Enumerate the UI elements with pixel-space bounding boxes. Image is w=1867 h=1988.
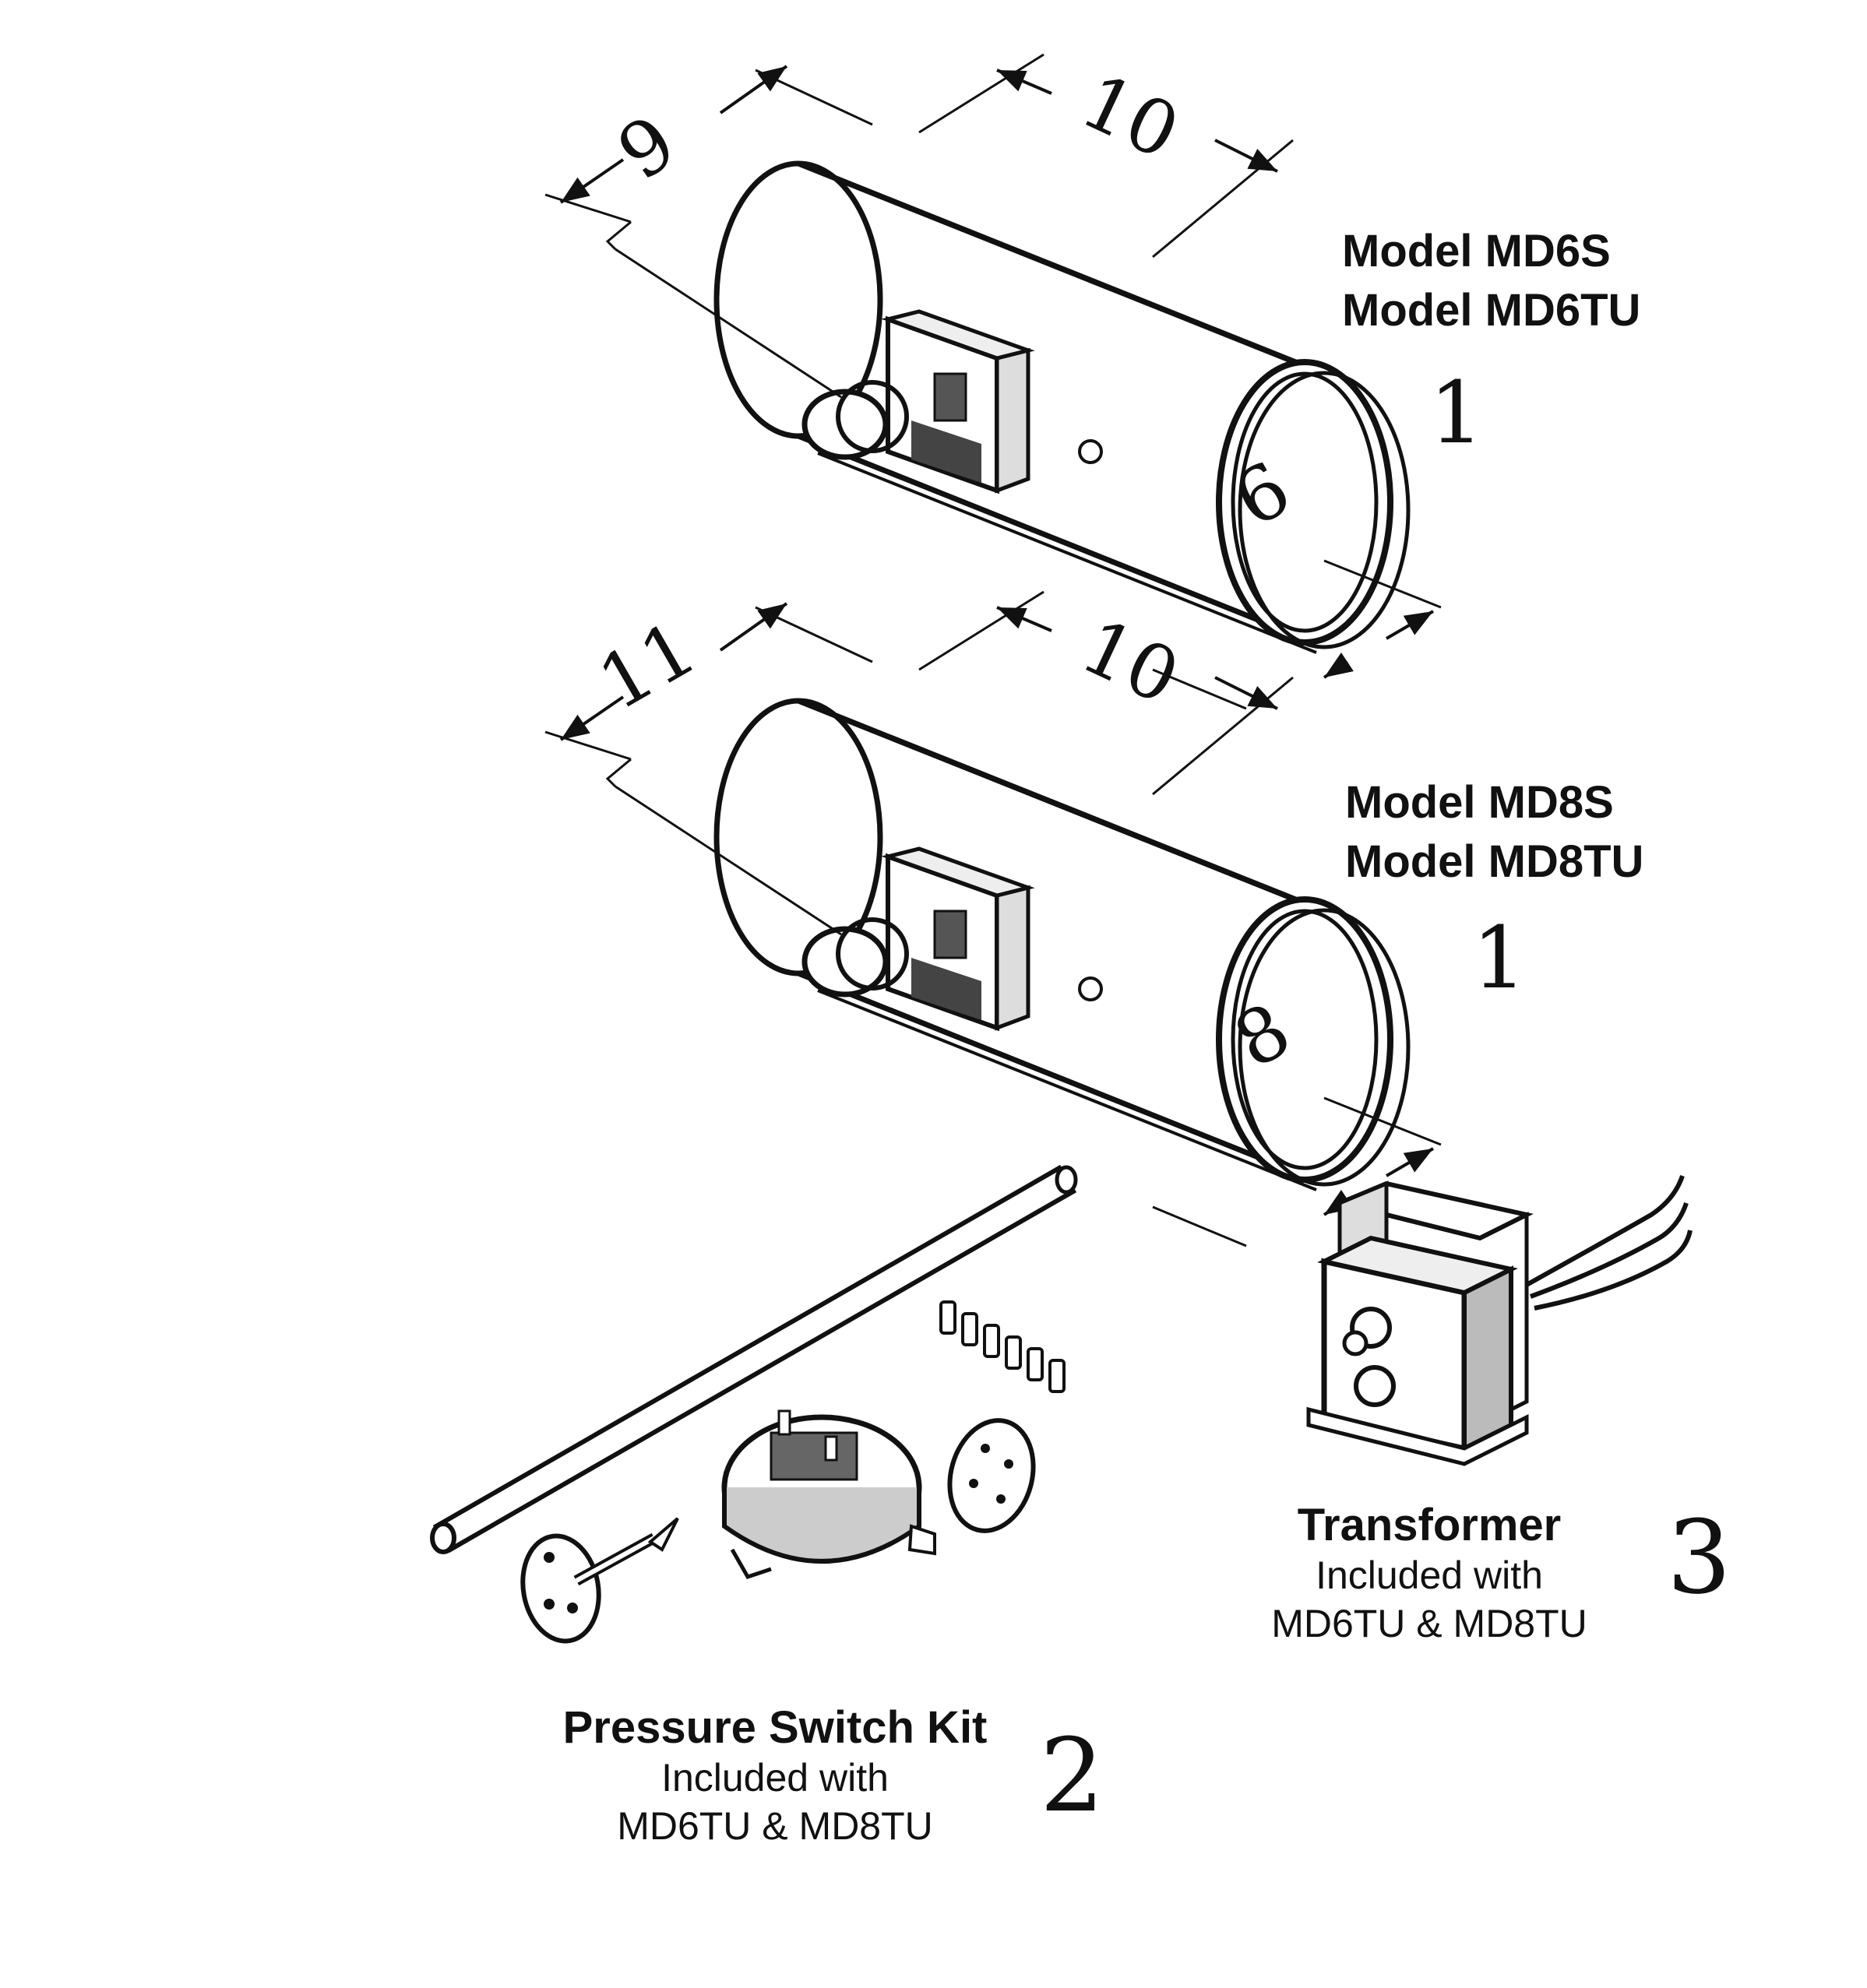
pressure-switch-kit-models: MD6TU & MD8TU xyxy=(617,1804,933,1848)
model-md6tu-label: Model MD6TU xyxy=(1342,285,1641,336)
transformer-title: Transformer xyxy=(1297,1500,1562,1550)
transformer-included: Included with xyxy=(1316,1553,1543,1597)
ref-number-3: 3 xyxy=(1667,1498,1731,1617)
ref-number-2: 2 xyxy=(1040,1716,1104,1835)
ref-number-1a: 1 xyxy=(1429,363,1484,463)
model-md6-labels: Model MD6S Model MD6TU xyxy=(1342,222,1640,340)
model-md6s-label: Model MD6S xyxy=(1342,226,1611,276)
pressure-switch-kit-drawing xyxy=(430,1164,1078,1644)
model-md8tu-label: Model MD8TU xyxy=(1345,836,1644,887)
transformer-caption: Transformer Included with MD6TU & MD8TU xyxy=(1238,1499,1620,1648)
model-md8s-label: Model MD8S xyxy=(1345,777,1614,828)
pressure-switch-kit-caption: Pressure Switch Kit Included with MD6TU … xyxy=(537,1701,1013,1850)
transformer-drawing xyxy=(1306,1174,1693,1466)
ref-number-1b: 1 xyxy=(1472,908,1527,1008)
model-md8-labels: Model MD8S Model MD8TU xyxy=(1345,773,1643,892)
transformer-models: MD6TU & MD8TU xyxy=(1271,1602,1587,1645)
pressure-switch-kit-included: Included with xyxy=(661,1756,889,1800)
pressure-switch-kit-title: Pressure Switch Kit xyxy=(562,1702,988,1753)
